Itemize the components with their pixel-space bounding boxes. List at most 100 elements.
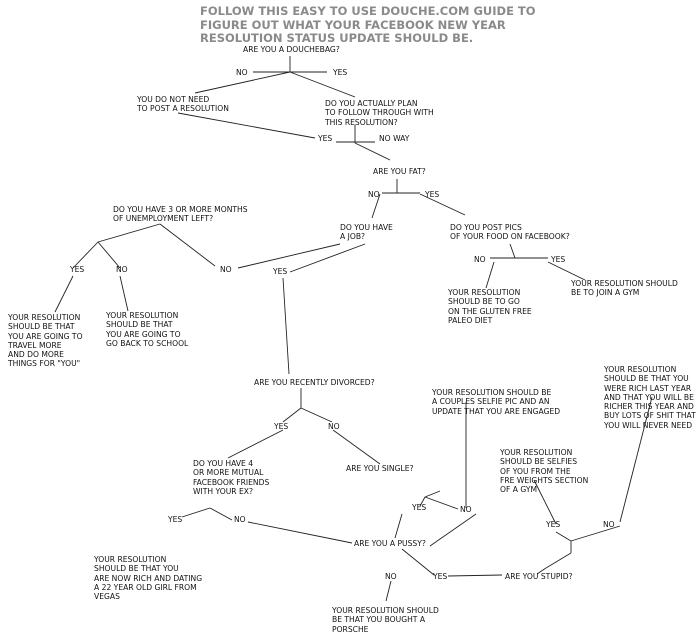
node-single-no: NO	[460, 505, 472, 514]
guide-title: FOLLOW THIS EASY TO USE DOUCHE.COM GUIDE…	[200, 4, 620, 46]
node-line: WERE RICH LAST YEAR	[604, 383, 692, 393]
node-line: VEGAS	[94, 592, 120, 602]
connector-line	[194, 71, 291, 94]
node-line: TO FOLLOW THROUGH WITH	[325, 108, 434, 118]
connector-line	[289, 243, 366, 273]
connector-line	[97, 241, 121, 269]
connector-line	[429, 513, 477, 547]
node-line: AND DO MORE	[8, 350, 64, 360]
node-follow-no-way: NO WAY	[379, 134, 409, 143]
node-job-yes: YES	[273, 267, 287, 276]
connector-line	[354, 142, 391, 161]
connector-line	[289, 71, 356, 98]
connector-line	[371, 193, 381, 219]
title-line-3: RESOLUTION STATUS UPDATE SHOULD BE.	[200, 31, 474, 45]
node-line: ARE YOU RECENTLY DIVORCED?	[254, 378, 375, 387]
node-line: PORSCHE	[332, 624, 369, 634]
connector-line	[385, 580, 392, 602]
connector-line	[97, 223, 161, 243]
node-line: NO	[460, 505, 472, 514]
connector-line	[282, 407, 302, 423]
node-line: DO YOU HAVE 3 OR MORE MONTHS	[113, 205, 248, 214]
node-food-no: NO	[474, 255, 486, 264]
node-line: DO YOU HAVE	[340, 223, 393, 232]
node-mutual-yes: YES	[168, 515, 182, 524]
connector-line	[300, 407, 333, 423]
node-unemp-no: NO	[116, 265, 128, 274]
node-line: SHOULD BE THAT YOU	[94, 564, 179, 574]
node-unemp-yes: YES	[70, 265, 84, 274]
connector-line	[536, 567, 547, 575]
node-line: YOUR RESOLUTION	[106, 311, 179, 320]
node-line: TRAVEL MORE	[8, 340, 62, 350]
node-line: YOUR RESOLUTION SHOULD	[332, 606, 439, 615]
node-line: BE TO JOIN A GYM	[571, 288, 640, 298]
node-line: A 22 YEAR OLD GIRL FROM	[94, 582, 197, 592]
node-line: YOUR RESOLUTION	[448, 288, 521, 297]
node-fat-yes: YES	[425, 190, 439, 199]
title-line-1: FOLLOW THIS EASY TO USE DOUCHE.COM GUIDE…	[200, 4, 536, 18]
connector-line	[447, 574, 503, 577]
node-line: SHOULD BE THAT	[8, 322, 75, 332]
node-line: NO	[328, 422, 340, 431]
node-mutual-no: NO	[234, 515, 246, 524]
connector-line	[424, 496, 459, 510]
node-line: BE THAT YOU BOUGHT A	[332, 615, 426, 625]
node-pussy-yes: YES	[433, 572, 447, 581]
node-line: ARE YOU A PUSSY?	[354, 539, 426, 548]
node-line: ARE NOW RICH AND DATING	[94, 573, 203, 583]
node-line: YOUR RESOLUTION	[8, 313, 81, 322]
node-douchebag-yes: YES	[333, 68, 347, 77]
node-follow-yes: YES	[318, 134, 332, 143]
node-line: DO YOU HAVE 4	[193, 459, 254, 468]
node-pussy-no: NO	[385, 572, 397, 581]
node-line: TO POST A RESOLUTION	[137, 104, 229, 114]
connector-line	[424, 490, 441, 498]
node-line: WITH YOUR EX?	[193, 486, 253, 496]
connector-line	[401, 548, 435, 576]
node-line: YES	[546, 520, 561, 529]
node-line: NO	[474, 255, 486, 264]
node-fat-no: NO	[368, 190, 380, 199]
connector-line	[545, 552, 572, 569]
node-line: OF YOU FROM THE	[500, 466, 571, 476]
node-line: YOU WILL NEVER NEED	[604, 420, 693, 430]
node-line: SHOULD BE SELFIES	[500, 457, 578, 467]
node-line: YES	[70, 265, 85, 274]
connector-line	[54, 275, 74, 313]
node-line: ARE YOU FAT?	[373, 167, 426, 176]
node-douchebag-no: NO	[236, 68, 248, 77]
connector-line	[119, 275, 129, 312]
connector-line	[547, 261, 586, 281]
node-q-douchebag: ARE YOU A DOUCHEBAG?	[243, 45, 340, 54]
node-line: YES	[333, 68, 348, 77]
node-line: NO	[385, 572, 397, 581]
node-line: ARE YOU A DOUCHEBAG?	[243, 45, 340, 54]
connector-line	[419, 496, 426, 507]
node-line: DO YOU ACTUALLY PLAN	[325, 99, 418, 108]
connector-line	[394, 513, 403, 539]
node-line: GO BACK TO SCHOOL	[106, 338, 189, 348]
node-line: YES	[425, 190, 440, 199]
node-divorced-yes: YES	[274, 422, 288, 431]
node-line: ARE YOU SINGLE?	[346, 464, 414, 473]
node-line: OF YOUR FOOD ON FACEBOOK?	[450, 232, 570, 242]
node-q-divorced: ARE YOU RECENTLY DIVORCED?	[254, 378, 375, 387]
connector-line	[72, 241, 99, 269]
node-divorced-no: NO	[328, 422, 340, 431]
node-line: NO WAY	[379, 134, 410, 143]
node-line: FACEBOOK FRIENDS	[193, 477, 270, 487]
node-line: OF A GYM	[500, 485, 538, 495]
node-line: YOUR RESOLUTION	[500, 448, 573, 457]
node-line: SHOULD BE THAT YOU	[604, 374, 689, 384]
